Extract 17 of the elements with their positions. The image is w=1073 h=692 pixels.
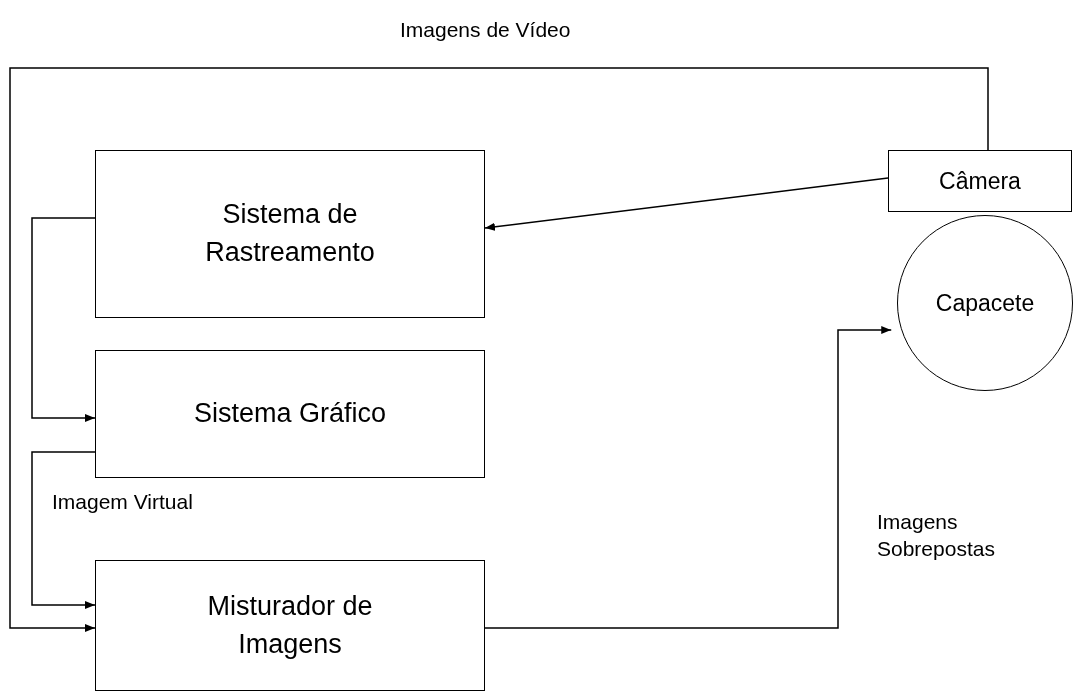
arrow <box>31 217 96 422</box>
process-box <box>95 560 485 691</box>
node-label: Sistema Gráfico <box>193 397 387 431</box>
arrow <box>484 326 892 629</box>
node-label: Sistema de Rastreamento <box>204 198 376 269</box>
arrow <box>9 67 989 632</box>
arrow <box>484 177 889 231</box>
edge-label: Imagens de Vídeo <box>400 17 571 43</box>
edge-label: Imagem Virtual <box>52 489 193 515</box>
process-box <box>95 150 485 318</box>
arrow <box>31 451 96 609</box>
node-label: Misturador de Imagens <box>206 589 374 661</box>
edge-label: Imagens Sobrepostas <box>877 509 996 563</box>
node-label: Capacete <box>935 288 1035 318</box>
process-box <box>95 350 485 478</box>
node-label: Câmera <box>939 166 1021 196</box>
process-box <box>888 150 1072 212</box>
